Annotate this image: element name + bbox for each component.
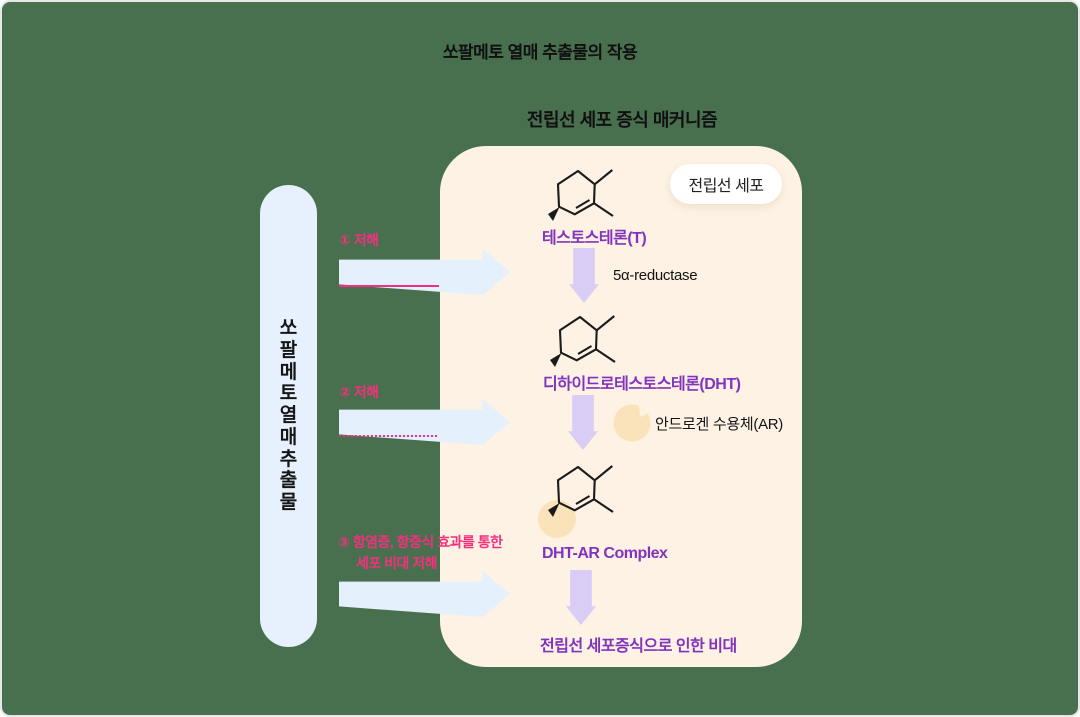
node-testosterone-label: 테스토스테론(T) [542, 230, 647, 247]
dht-ar-complex-molecule-icon [548, 465, 614, 517]
enzyme-label: 5α-reductase [613, 267, 698, 284]
mechanism-subtitle: 전립선 세포 증식 매커니즘 [526, 110, 718, 130]
node-complex-label: DHT-AR Complex [542, 545, 668, 562]
testosterone-molecule-icon [548, 169, 614, 221]
inhibition-flow-arrow-2 [339, 399, 510, 445]
extract-source-label: 쏘팔메토열매추출물 [279, 318, 298, 513]
receptor-label: 안드로겐 수용체(AR) [655, 416, 783, 433]
inhibition-label-1: ① 저해 [339, 232, 379, 248]
inhibition-label-2: ② 저해 [339, 384, 379, 400]
dht-molecule-icon [550, 315, 616, 367]
extract-source-bar: 쏘팔메토열매추출물 [260, 185, 317, 647]
arrow-underline-solid [339, 285, 439, 287]
prostate-cell-box [440, 146, 802, 667]
node-hyperplasia-label: 전립선 세포증식으로 인한 비대 [540, 638, 737, 655]
page-title: 쏘팔메토 열매 추출물의 작용 [442, 43, 638, 62]
androgen-receptor-icon [613, 404, 651, 442]
inhibition-flow-arrow-3 [339, 571, 510, 617]
inhibition-label-3-line2: 세포 비대 저해 [356, 555, 438, 571]
inhibition-label-3-line1: ③ 항염증, 항증식 효과를 통한 [338, 534, 503, 550]
inhibition-label-3: ③ 항염증, 항증식 효과를 통한 세포 비대 저해 [338, 532, 503, 574]
inhibition-flow-arrow-1 [339, 249, 510, 295]
node-dht-label: 디하이드로테스토스테론(DHT) [543, 376, 741, 393]
prostate-cell-badge: 전립선 세포 [670, 164, 782, 204]
arrow-underline-dotted [339, 435, 437, 437]
